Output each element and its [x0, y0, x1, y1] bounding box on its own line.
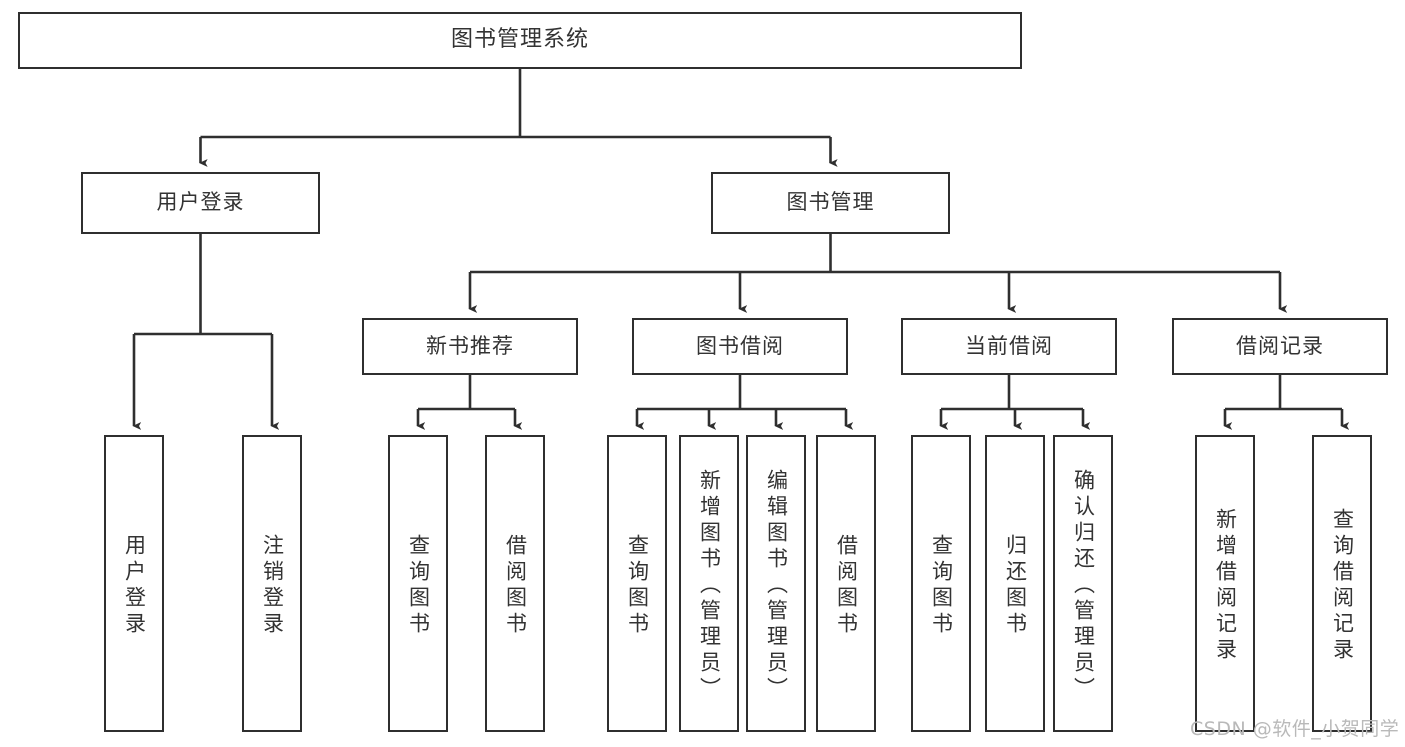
node-level2-current-borrowing[interactable]: 当前借阅 — [901, 318, 1117, 375]
node-leaf-user-login[interactable]: 用户登录 — [104, 435, 164, 732]
node-level1-user-login[interactable]: 用户登录 — [81, 172, 320, 234]
node-label: 借阅图书 — [834, 533, 859, 638]
node-label: 用户登录 — [122, 533, 147, 638]
node-label: 图书借阅 — [696, 333, 784, 358]
node-label: 确认归还（管理员） — [1071, 468, 1096, 703]
node-label: 借阅记录 — [1236, 333, 1324, 358]
node-label: 查询图书 — [625, 533, 650, 638]
node-leaf-query-books-current[interactable]: 查询图书 — [911, 435, 971, 732]
node-level2-borrow-records[interactable]: 借阅记录 — [1172, 318, 1388, 375]
node-label: 新增图书（管理员） — [697, 468, 722, 703]
node-level2-book-borrowing[interactable]: 图书借阅 — [632, 318, 848, 375]
node-leaf-query-books-recommend[interactable]: 查询图书 — [388, 435, 448, 732]
node-label: 新增借阅记录 — [1213, 507, 1238, 664]
node-leaf-add-book-admin[interactable]: 新增图书（管理员） — [679, 435, 739, 732]
node-level1-book-management[interactable]: 图书管理 — [711, 172, 950, 234]
node-leaf-query-borrow-record[interactable]: 查询借阅记录 — [1312, 435, 1372, 732]
node-leaf-borrow-books-recommend[interactable]: 借阅图书 — [485, 435, 545, 732]
node-label: 查询借阅记录 — [1330, 507, 1355, 664]
node-label: 图书管理系统 — [450, 27, 589, 53]
node-leaf-confirm-return-admin[interactable]: 确认归还（管理员） — [1053, 435, 1113, 732]
node-label: 当前借阅 — [965, 333, 1053, 358]
node-leaf-return-books[interactable]: 归还图书 — [985, 435, 1045, 732]
node-leaf-add-borrow-record[interactable]: 新增借阅记录 — [1195, 435, 1255, 732]
node-leaf-borrow-books[interactable]: 借阅图书 — [816, 435, 876, 732]
node-label: 归还图书 — [1003, 533, 1028, 638]
node-label: 注销登录 — [260, 533, 285, 638]
node-leaf-logout[interactable]: 注销登录 — [242, 435, 302, 732]
node-leaf-edit-book-admin[interactable]: 编辑图书（管理员） — [746, 435, 806, 732]
node-leaf-query-books-borrowing[interactable]: 查询图书 — [607, 435, 667, 732]
node-label: 借阅图书 — [503, 533, 528, 638]
node-label: 查询图书 — [929, 533, 954, 638]
node-label: 图书管理 — [786, 190, 875, 215]
node-level2-new-book-recommendation[interactable]: 新书推荐 — [362, 318, 578, 375]
node-label: 编辑图书（管理员） — [764, 468, 789, 703]
node-label: 查询图书 — [406, 533, 431, 638]
node-root-book-management-system[interactable]: 图书管理系统 — [18, 12, 1022, 69]
node-label: 新书推荐 — [426, 333, 514, 358]
node-label: 用户登录 — [156, 190, 245, 215]
